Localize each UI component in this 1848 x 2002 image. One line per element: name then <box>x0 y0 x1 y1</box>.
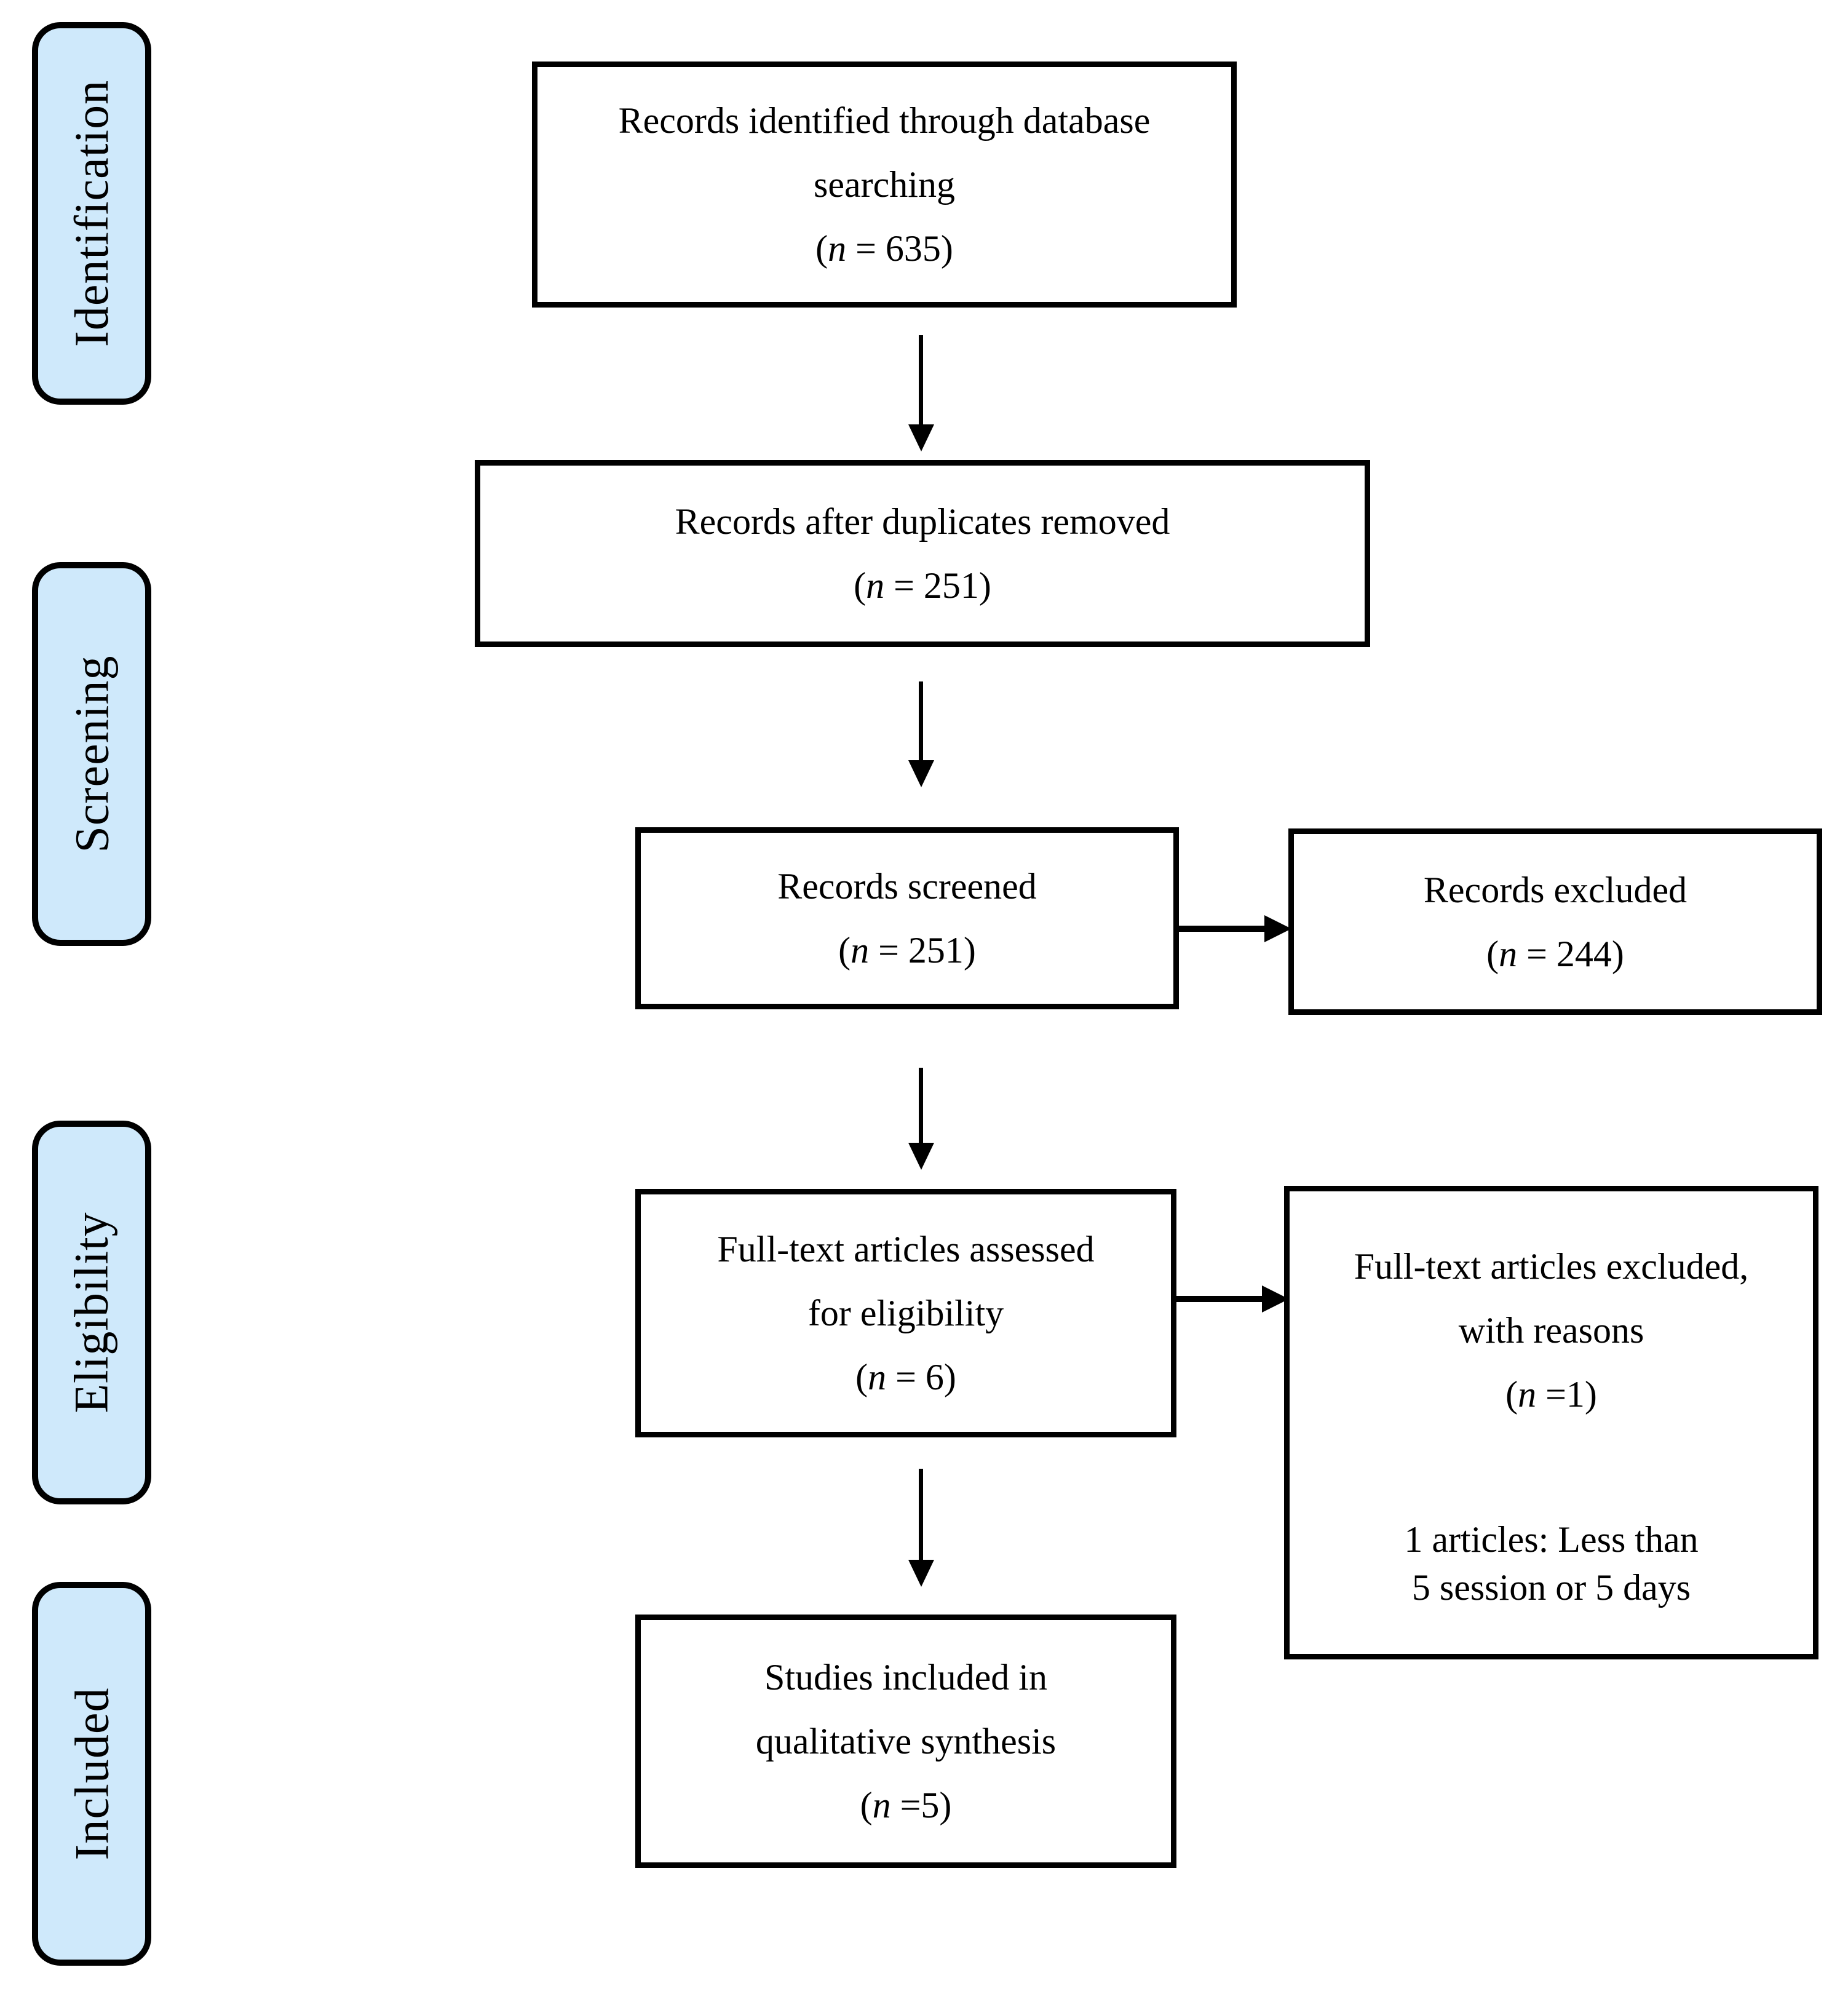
count-n: n <box>851 930 870 971</box>
count-n: n <box>1499 933 1518 974</box>
arrow-right-1-head <box>1264 915 1291 942</box>
count-n: n <box>828 228 847 269</box>
box-fulltext-excluded-reasons: 1 articles: Less than 5 session or 5 day… <box>1404 1515 1698 1611</box>
box-records-identified-count: (n = 635) <box>815 216 953 280</box>
box-fulltext-assessed-line2: for eligibility <box>807 1293 1004 1333</box>
box-records-excluded-count: (n = 244) <box>1486 922 1624 986</box>
arrow-down-3-line <box>919 1068 923 1145</box>
box-studies-included-count: (n =5) <box>860 1773 952 1837</box>
box-fulltext-excluded-line2: with reasons <box>1458 1309 1644 1351</box>
arrow-down-3-head <box>908 1143 934 1170</box>
box-records-screened: Records screened (n = 251) <box>635 827 1179 1009</box>
box-records-excluded-line1: Records excluded <box>1423 869 1687 910</box>
box-studies-included-line2: qualitative synthesis <box>755 1721 1057 1762</box>
box-fulltext-assessed: Full-text articles assessed for eligibil… <box>635 1189 1176 1437</box>
count-value: = 6) <box>886 1357 956 1397</box>
stage-label-eligibility-text: Eligibility <box>65 1212 118 1413</box>
count-value: = 244) <box>1517 933 1624 974</box>
count-open-paren: ( <box>855 1357 868 1397</box>
stage-label-included: Included <box>32 1582 151 1966</box>
count-n: n <box>868 1357 887 1397</box>
box-fulltext-assessed-count: (n = 6) <box>855 1345 956 1409</box>
arrow-down-2-head <box>908 760 934 787</box>
box-duplicates-removed: Records after duplicates removed (n = 25… <box>475 460 1370 647</box>
arrow-right-1-line <box>1179 926 1271 932</box>
box-fulltext-assessed-line1: Full-text articles assessed <box>717 1229 1095 1269</box>
count-value: = 635) <box>846 228 953 269</box>
count-value: = 251) <box>884 565 991 606</box>
count-open-paren: ( <box>854 565 866 606</box>
stage-label-identification: Identification <box>32 22 151 405</box>
stage-label-screening-text: Screening <box>65 655 119 853</box>
box-studies-included: Studies included in qualitative synthesi… <box>635 1615 1176 1868</box>
arrow-down-4-line <box>919 1469 923 1562</box>
exclusion-reason-line2: 5 session or 5 days <box>1411 1567 1691 1608</box>
count-n: n <box>872 1785 891 1825</box>
count-value: = 251) <box>869 930 976 971</box>
count-open-paren: ( <box>1505 1373 1518 1415</box>
count-open-paren: ( <box>1486 933 1499 974</box>
box-duplicates-removed-count: (n = 251) <box>854 554 991 618</box>
stage-label-screening: Screening <box>32 562 151 946</box>
stage-label-identification-text: Identification <box>65 79 119 348</box>
arrow-down-1-line <box>919 335 923 427</box>
box-records-screened-count: (n = 251) <box>838 918 976 982</box>
count-value: =1) <box>1536 1373 1597 1415</box>
count-open-paren: ( <box>838 930 851 971</box>
count-open-paren: ( <box>815 228 828 269</box>
stage-label-included-text: Included <box>65 1687 119 1861</box>
arrow-down-4-head <box>908 1560 934 1587</box>
box-fulltext-excluded: Full-text articles excluded, with reason… <box>1284 1186 1818 1659</box>
box-studies-included-line1: Studies included in <box>764 1657 1047 1698</box>
arrow-right-2-line <box>1176 1296 1269 1302</box>
box-fulltext-excluded-count: (n =1) <box>1505 1362 1597 1426</box>
box-fulltext-excluded-line1: Full-text articles excluded, <box>1354 1245 1749 1287</box>
count-open-paren: ( <box>860 1785 873 1825</box>
box-duplicates-removed-line1: Records after duplicates removed <box>675 501 1170 542</box>
box-records-identified-line1: Records identified through database <box>618 100 1151 141</box>
box-records-identified: Records identified through database sear… <box>532 62 1237 308</box>
count-n: n <box>866 565 885 606</box>
box-records-identified-line2: searching <box>814 164 955 205</box>
arrow-down-2-line <box>919 681 923 763</box>
box-records-screened-line1: Records screened <box>777 866 1037 907</box>
exclusion-reason-line1: 1 articles: Less than <box>1404 1519 1699 1560</box>
arrow-down-1-head <box>908 424 934 451</box>
count-n: n <box>1518 1373 1537 1415</box>
count-value: =5) <box>890 1785 952 1825</box>
stage-label-eligibility: Eligibility <box>32 1121 151 1504</box>
box-records-excluded: Records excluded (n = 244) <box>1288 828 1822 1015</box>
